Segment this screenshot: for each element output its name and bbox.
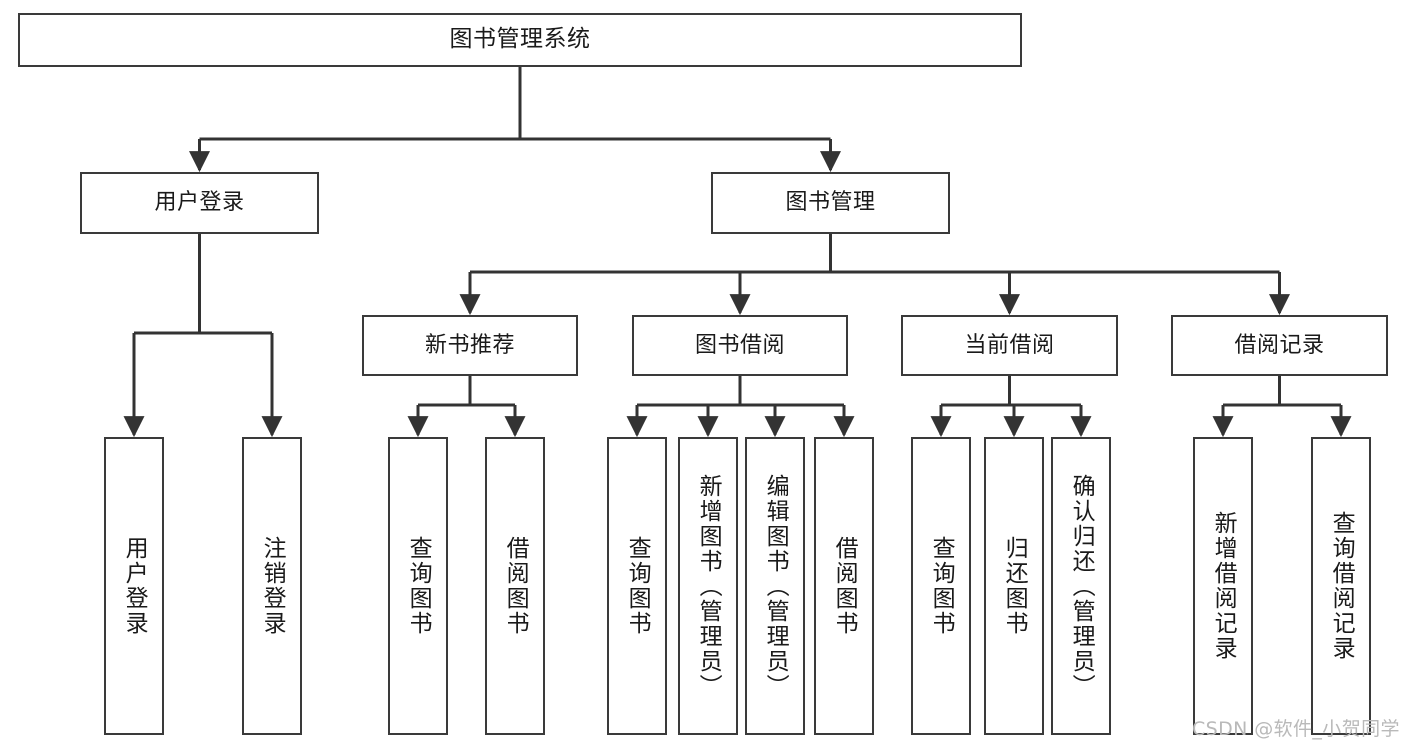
node-leaf-user-login-label: 用户登录 (121, 536, 148, 636)
node-new-book-recommend[interactable]: 新书推荐 (362, 315, 578, 376)
node-leaf-edit-book-label: 编辑图书（管理员） (762, 473, 789, 699)
node-leaf-add-record-label: 新增借阅记录 (1210, 511, 1237, 661)
node-leaf-borrow-book-rec-label: 借阅图书 (502, 536, 529, 636)
watermark: CSDN @软件_小贺同学 (1192, 718, 1400, 740)
node-book-borrow-label: 图书借阅 (694, 332, 785, 358)
node-leaf-add-book[interactable]: 新增图书（管理员） (678, 437, 738, 735)
node-leaf-query-book-cur[interactable]: 查询图书 (911, 437, 971, 735)
node-leaf-borrow-book[interactable]: 借阅图书 (814, 437, 874, 735)
node-leaf-query-record-label: 查询借阅记录 (1328, 511, 1355, 661)
node-current-borrow-label: 当前借阅 (964, 332, 1055, 358)
node-new-book-recommend-label: 新书推荐 (424, 332, 515, 358)
node-user-login[interactable]: 用户登录 (80, 172, 319, 234)
node-leaf-query-book-rec[interactable]: 查询图书 (388, 437, 448, 735)
node-leaf-borrow-book-rec[interactable]: 借阅图书 (485, 437, 545, 735)
node-leaf-query-book-rec-label: 查询图书 (405, 536, 432, 636)
node-leaf-confirm-return-label: 确认归还（管理员） (1068, 473, 1095, 699)
node-leaf-logout[interactable]: 注销登录 (242, 437, 302, 735)
node-leaf-query-book-borrow[interactable]: 查询图书 (607, 437, 667, 735)
node-root[interactable]: 图书管理系统 (18, 13, 1022, 67)
node-leaf-add-book-label: 新增图书（管理员） (695, 473, 722, 699)
node-user-login-label: 用户登录 (154, 190, 245, 216)
node-borrow-record-label: 借阅记录 (1234, 332, 1325, 358)
node-leaf-confirm-return[interactable]: 确认归还（管理员） (1051, 437, 1111, 735)
node-leaf-query-book-borrow-label: 查询图书 (624, 536, 651, 636)
node-leaf-query-book-cur-label: 查询图书 (928, 536, 955, 636)
node-book-borrow[interactable]: 图书借阅 (632, 315, 848, 376)
node-leaf-borrow-book-label: 借阅图书 (831, 536, 858, 636)
node-book-manage[interactable]: 图书管理 (711, 172, 950, 234)
node-leaf-edit-book[interactable]: 编辑图书（管理员） (745, 437, 805, 735)
node-book-manage-label: 图书管理 (785, 190, 876, 216)
node-borrow-record[interactable]: 借阅记录 (1171, 315, 1388, 376)
node-leaf-add-record[interactable]: 新增借阅记录 (1193, 437, 1253, 735)
node-leaf-return-book-label: 归还图书 (1001, 536, 1028, 636)
node-leaf-query-record[interactable]: 查询借阅记录 (1311, 437, 1371, 735)
node-leaf-logout-label: 注销登录 (259, 536, 286, 636)
node-leaf-user-login[interactable]: 用户登录 (104, 437, 164, 735)
node-root-label: 图书管理系统 (449, 26, 591, 53)
node-leaf-return-book[interactable]: 归还图书 (984, 437, 1044, 735)
node-current-borrow[interactable]: 当前借阅 (901, 315, 1118, 376)
